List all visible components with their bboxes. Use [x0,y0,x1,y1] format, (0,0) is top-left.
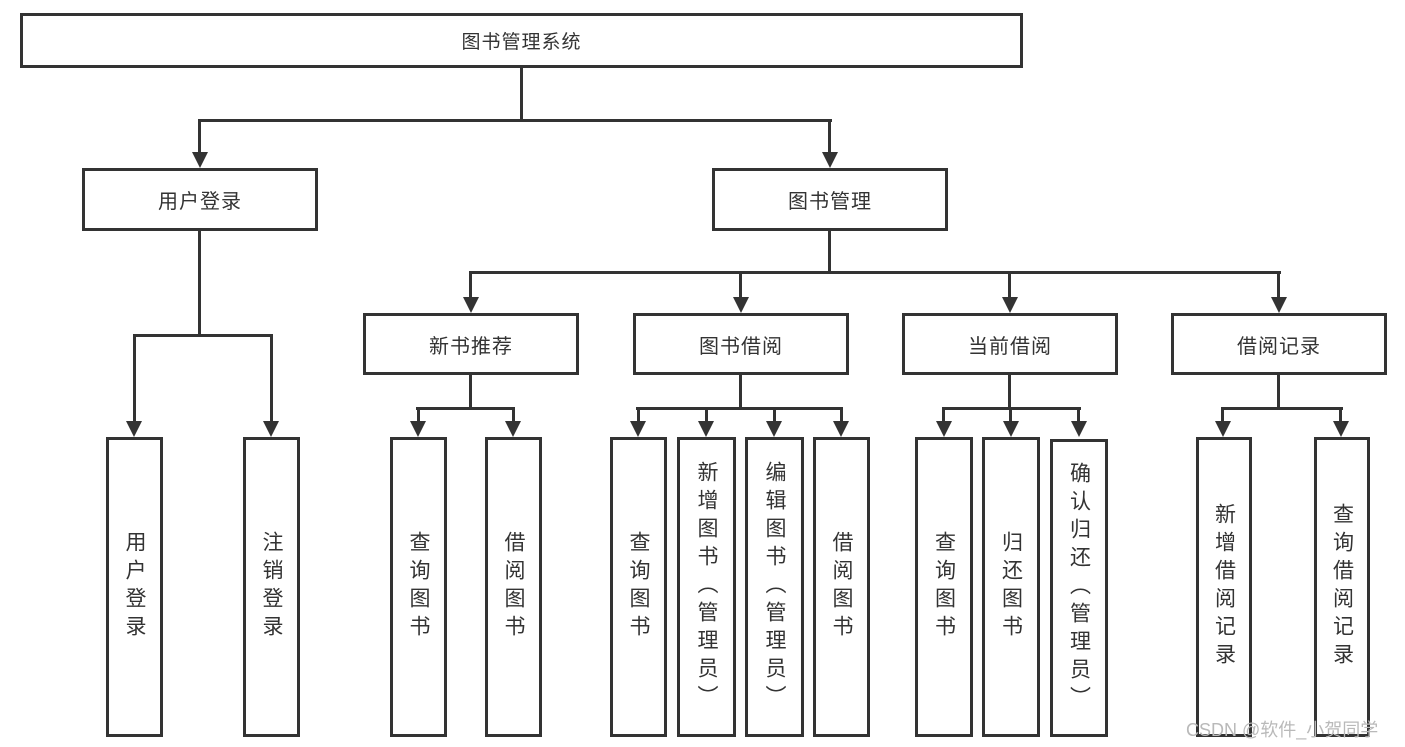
connector-line [469,271,472,298]
connector-line [198,229,201,336]
leaf-query-borrow-record: 查询借阅记录 [1314,437,1370,737]
arrowhead-down [1071,421,1087,437]
connector-line [828,119,831,153]
leaf-label: 查询图书 [407,531,430,643]
csdn-watermark: CSDN @软件_小贺同学 [1186,720,1379,740]
leaf-return-books: 归还图书 [982,437,1040,737]
connector-line [469,373,472,409]
connector-line [636,407,843,410]
leaf-label: 确认归还（管理员） [1067,462,1091,714]
leaf-label: 查询图书 [932,531,956,643]
leaf-label: 注销登录 [260,531,283,643]
connector-line [1221,407,1343,410]
leaf-confirm-return-admin: 确认归还（管理员） [1050,439,1108,737]
leaf-query-books-recommend: 查询图书 [390,437,447,737]
connector-line [512,407,515,422]
leaf-query-books-borrow: 查询图书 [610,437,667,737]
connector-line [739,271,742,298]
leaf-label: 归还图书 [999,531,1023,643]
arrowhead-down [1271,297,1287,313]
connector-line [1277,373,1280,409]
node-borrow-records: 借阅记录 [1171,313,1387,375]
leaf-label: 查询图书 [627,531,650,643]
connector-line [133,334,136,422]
connector-line [1221,407,1224,422]
leaf-label: 用户登录 [123,531,146,643]
connector-line [469,271,1281,274]
arrowhead-down [505,421,521,437]
leaf-logout: 注销登录 [243,437,300,737]
connector-line [520,66,523,120]
connector-line [828,229,831,273]
connector-line [417,407,420,422]
connector-line [739,373,742,409]
leaf-query-books-current: 查询图书 [915,437,973,737]
leaf-edit-book-admin: 编辑图书（管理员） [745,437,804,737]
node-library-management-system: 图书管理系统 [20,13,1023,68]
connector-line [198,119,201,153]
arrowhead-down [1333,421,1349,437]
connector-line [1077,407,1080,422]
arrowhead-down [766,421,782,437]
leaf-borrow-books-recommend: 借阅图书 [485,437,542,737]
node-new-book-recommend: 新书推荐 [363,313,579,375]
connector-line [705,407,708,422]
leaf-label: 借阅图书 [830,531,853,643]
connector-line [133,334,273,337]
leaf-label: 新增图书（管理员） [695,461,718,713]
leaf-label: 新增借阅记录 [1212,503,1236,671]
connector-line [1009,407,1012,422]
node-user-login: 用户登录 [82,168,318,231]
arrowhead-down [126,421,142,437]
arrowhead-down [833,421,849,437]
connector-line [1277,271,1280,298]
connector-line [773,407,776,422]
connector-line [198,119,832,122]
connector-line [270,334,273,422]
arrowhead-down [1215,421,1231,437]
leaf-add-borrow-record: 新增借阅记录 [1196,437,1252,737]
arrowhead-down [698,421,714,437]
arrowhead-down [410,421,426,437]
leaf-user-login: 用户登录 [106,437,163,737]
arrowhead-down [822,152,838,168]
leaf-label: 查询借阅记录 [1330,503,1354,671]
arrowhead-down [733,297,749,313]
leaf-borrow-books: 借阅图书 [813,437,870,737]
arrowhead-down [1003,421,1019,437]
node-book-management: 图书管理 [712,168,948,231]
connector-line [942,407,945,422]
connector-line [637,407,640,422]
node-current-borrowing: 当前借阅 [902,313,1118,375]
arrowhead-down [1002,297,1018,313]
arrowhead-down [192,152,208,168]
arrowhead-down [263,421,279,437]
connector-line [840,407,843,422]
arrowhead-down [936,421,952,437]
connector-line [1008,373,1011,409]
arrowhead-down [630,421,646,437]
leaf-add-book-admin: 新增图书（管理员） [677,437,736,737]
node-book-borrowing: 图书借阅 [633,313,849,375]
connector-line [1339,407,1342,422]
connector-line [1008,271,1011,298]
connector-line [416,407,515,410]
leaf-label: 借阅图书 [502,531,525,643]
leaf-label: 编辑图书（管理员） [763,461,786,713]
arrowhead-down [463,297,479,313]
